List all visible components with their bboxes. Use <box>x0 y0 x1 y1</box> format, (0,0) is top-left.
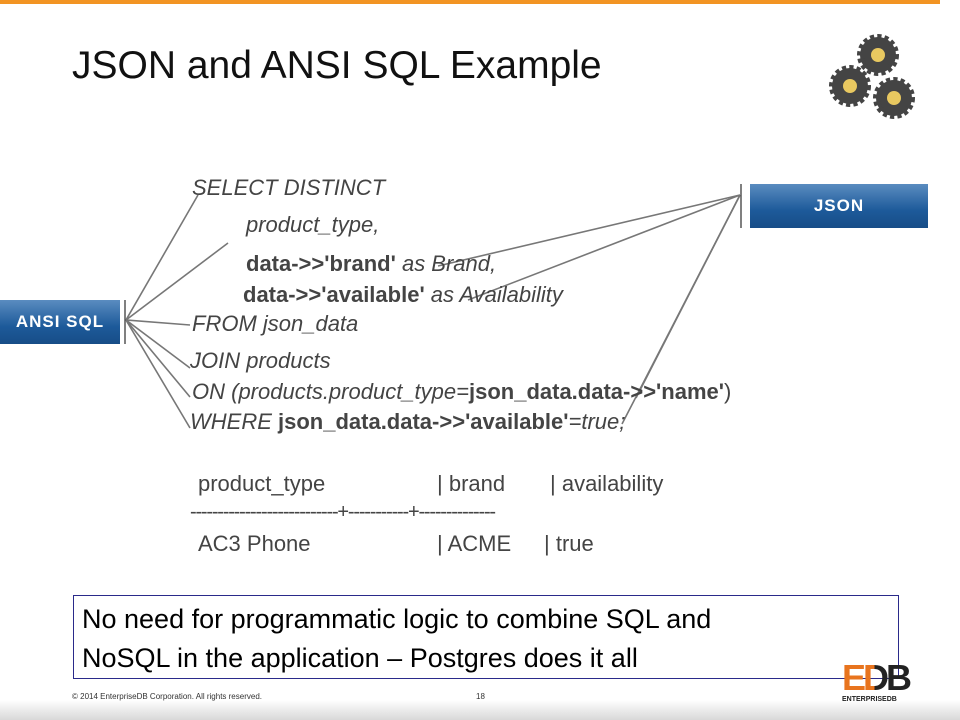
logo-subtext: ENTERPRISEDB <box>842 696 897 703</box>
result-header-product-type: product_type <box>198 471 326 496</box>
sql-select: SELECT DISTINCT <box>192 175 386 200</box>
copyright: © 2014 EnterpriseDB Corporation. All rig… <box>72 692 262 701</box>
sql-available-expr: data->>'available' <box>243 282 425 307</box>
slide-title: JSON and ANSI SQL Example <box>72 44 602 87</box>
sql-line-available: data->>'available' as Availability <box>243 282 563 308</box>
gears-icon <box>829 34 915 119</box>
ansi-sql-label: ANSI SQL <box>0 300 120 344</box>
callout-line-2: NoSQL in the application – Postgres does… <box>82 643 638 673</box>
result-cell-brand: | ACME <box>437 531 512 556</box>
sql-line-select: SELECT DISTINCT <box>192 175 385 201</box>
callout-line-1: No need for programmatic logic to combin… <box>82 604 712 634</box>
result-cell-availability: | true <box>544 531 594 556</box>
sql-on: ON (products.product_type= <box>192 379 469 404</box>
sql-line-product-type: product_type, <box>246 212 379 238</box>
sql-from: FROM json_data <box>192 311 359 336</box>
sql-brand-alias: as Brand, <box>395 251 497 276</box>
edb-logo: EDB ENTERPRISEDB <box>842 660 914 704</box>
callout-box: No need for programmatic logic to combin… <box>73 595 899 679</box>
sql-product-type: product_type, <box>246 212 380 237</box>
page-number: 18 <box>476 692 485 701</box>
result-header-brand: | brand <box>437 471 506 496</box>
sql-join: JOIN products <box>190 348 331 373</box>
sql-on-close: ) <box>723 379 732 404</box>
json-label: JSON <box>750 184 928 228</box>
result-cell-product-type: AC3 Phone <box>198 531 311 556</box>
sql-where-expr: json_data.data->>'available' <box>278 409 569 434</box>
sql-line-brand: data->>'brand' as Brand, <box>246 251 496 277</box>
top-accent-bar <box>0 0 940 4</box>
sql-line-on: ON (products.product_type=json_data.data… <box>192 379 731 405</box>
sql-line-where: WHERE json_data.data->>'available'=true; <box>190 409 625 435</box>
sql-available-alias: as Availability <box>424 282 563 307</box>
logo-text: EDB <box>842 660 914 696</box>
sql-line-join: JOIN products <box>190 348 331 374</box>
sql-line-from: FROM json_data <box>192 311 358 337</box>
sql-where-value: =true; <box>568 409 626 434</box>
sql-where: WHERE <box>190 409 278 434</box>
result-separator: ---------------------------+-----------+… <box>190 501 496 523</box>
sql-on-expr: json_data.data->>'name' <box>468 379 724 404</box>
result-header-availability: | availability <box>550 471 664 496</box>
footer-band <box>0 700 960 720</box>
sql-brand-expr: data->>'brand' <box>246 251 396 276</box>
